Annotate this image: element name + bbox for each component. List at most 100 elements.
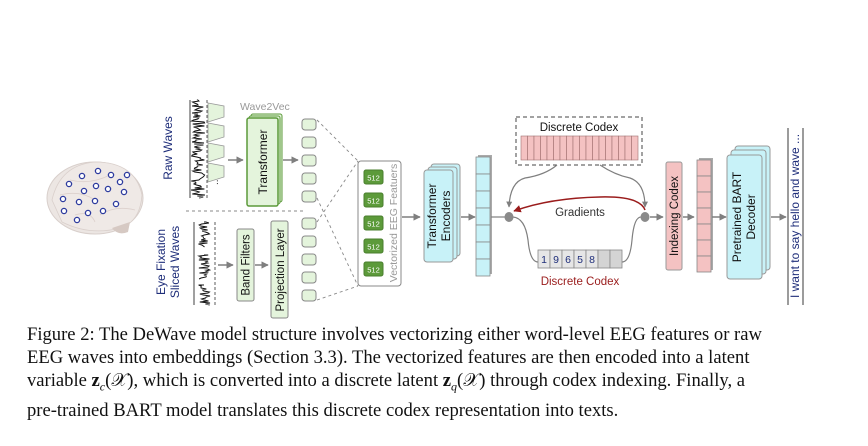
math-chi: (𝒳) (105, 370, 134, 391)
discrete-codex-top: Discrete Codex (515, 116, 643, 166)
codex-entry (566, 135, 574, 161)
codex-index-value: 8 (589, 254, 595, 266)
feature-cell: 512 (363, 215, 384, 231)
transformer-encoders-line1: Transformer (425, 184, 439, 249)
band-filters-block: Band Filters (236, 228, 255, 302)
codex-index-value: 6 (565, 254, 571, 266)
codex-entry (579, 135, 587, 161)
feature-cell: 512 (363, 238, 384, 254)
gradients-arrow (513, 196, 646, 213)
latent-vector-zq (696, 158, 713, 273)
math-sub-c: c (99, 379, 106, 394)
vector-cell (696, 223, 712, 241)
math-z: z (91, 370, 100, 391)
gradients-label: Gradients (555, 207, 605, 219)
vector-cell (696, 255, 712, 273)
embedding-cells (301, 118, 317, 302)
vector-cell (696, 175, 712, 193)
codex-entry (546, 135, 554, 161)
math-sub-q: q (451, 379, 458, 394)
caption-text: through codex indexing. Finally, a (485, 370, 745, 391)
wave2vec-title: Wave2Vec (240, 101, 290, 113)
feature-cell-value: 512 (367, 174, 380, 183)
indexing-codex-label: Indexing Codex (669, 176, 681, 256)
figure-caption: Figure 2: The DeWave model structure inv… (27, 323, 847, 422)
output-text: I want to say hello and wave ... (788, 134, 802, 298)
eye-fixation-label-line2: Sliced Waves (168, 226, 182, 298)
sliced-waves (193, 221, 216, 306)
codex-entry (553, 135, 561, 161)
codex-entry (598, 135, 606, 161)
codex-entry (533, 135, 541, 161)
raw-wave-segments (207, 102, 225, 183)
transformer-encoders-line2: Encoders (439, 191, 453, 242)
vector-cell (475, 207, 491, 226)
vector-cell (696, 191, 712, 209)
vector-cell (475, 190, 491, 209)
latent-vector-zc (475, 155, 492, 277)
raw-waves-label: Raw Waves (161, 116, 175, 180)
band-filters-label: Band Filters (241, 234, 253, 296)
codex-entry (631, 135, 639, 161)
transformer-encoders-block: Transformer Encoders (423, 163, 461, 263)
vector-cell (475, 241, 491, 260)
caption-text: , which is converted into a discrete lat… (133, 370, 443, 391)
caption-line-2: EEG waves into embeddings (Section 3.3).… (27, 347, 750, 368)
codex-entry (540, 135, 548, 161)
vector-cell (475, 173, 491, 192)
codex-index-value: 5 (577, 254, 583, 266)
math-z: z (442, 370, 452, 391)
decoder-line2: Decoder (744, 194, 758, 239)
vector-cell (475, 258, 491, 277)
merge-node-right (640, 212, 650, 222)
codex-top-label: Discrete Codex (540, 122, 619, 134)
feature-cell-value: 512 (367, 220, 380, 229)
codex-entry (611, 135, 619, 161)
vector-cell (696, 159, 712, 177)
electrode-dots (59, 167, 131, 224)
vector-cell (475, 156, 491, 175)
math-chi: (𝒳) (457, 370, 486, 391)
codex-index-cell (609, 249, 623, 269)
indexing-codex-block: Indexing Codex (665, 161, 683, 271)
decoder-line1: Pretrained BART (730, 171, 744, 262)
caption-line-4: pre-trained BART model translates this d… (27, 399, 619, 421)
feature-cell: 512 (363, 169, 384, 185)
codex-index-value: 9 (553, 254, 559, 266)
eye-fixation-label-line1: Eye Fixation (154, 229, 168, 295)
vector-cell (475, 224, 491, 243)
codex-entry (624, 135, 632, 161)
codex-entry (605, 135, 613, 161)
wave2vec-transformer-block: Transformer (246, 113, 283, 207)
dewave-architecture-diagram: Raw Waves Eye Fixation Sliced Waves ... … (46, 99, 804, 319)
codex-entry (618, 135, 626, 161)
codex-index-value: 1 (541, 254, 547, 266)
projection-layer-block: Projection Layer (270, 220, 289, 319)
vector-cell (696, 207, 712, 225)
caption-line-3: variable zc(𝒳), which is converted into … (27, 369, 847, 399)
feature-cell-value: 512 (367, 197, 380, 206)
feature-cell-value: 512 (367, 243, 380, 252)
raw-wave-signal: ... (189, 99, 221, 199)
quantization-flow (491, 164, 648, 263)
bart-decoder-block: Pretrained BART Decoder (726, 145, 771, 280)
codex-entry (572, 135, 580, 161)
codex-entry (585, 135, 593, 161)
output-sentence: I want to say hello and wave ... (787, 128, 804, 305)
vectorized-eeg-features: 512 512 512 512 512 Vectorized EEG Featuers (357, 160, 402, 287)
codex-bottom-label: Discrete Codex (541, 276, 620, 288)
codex-entry (559, 135, 567, 161)
caption-line-1: Figure 2: The DeWave model structure inv… (27, 324, 762, 345)
feature-cell-value: 512 (367, 266, 380, 275)
codex-entry (527, 135, 535, 161)
projection-layer-label: Projection Layer (275, 228, 287, 311)
brain-illustration (46, 161, 144, 235)
ellipsis-text: ... (210, 177, 221, 185)
merge-node-left (504, 212, 514, 222)
vectorized-features-label: Vectorized EEG Featuers (388, 164, 400, 282)
vector-cell (696, 239, 712, 257)
codex-entry (520, 135, 528, 161)
codex-index-cell (597, 249, 611, 269)
feature-cell: 512 (363, 192, 384, 208)
